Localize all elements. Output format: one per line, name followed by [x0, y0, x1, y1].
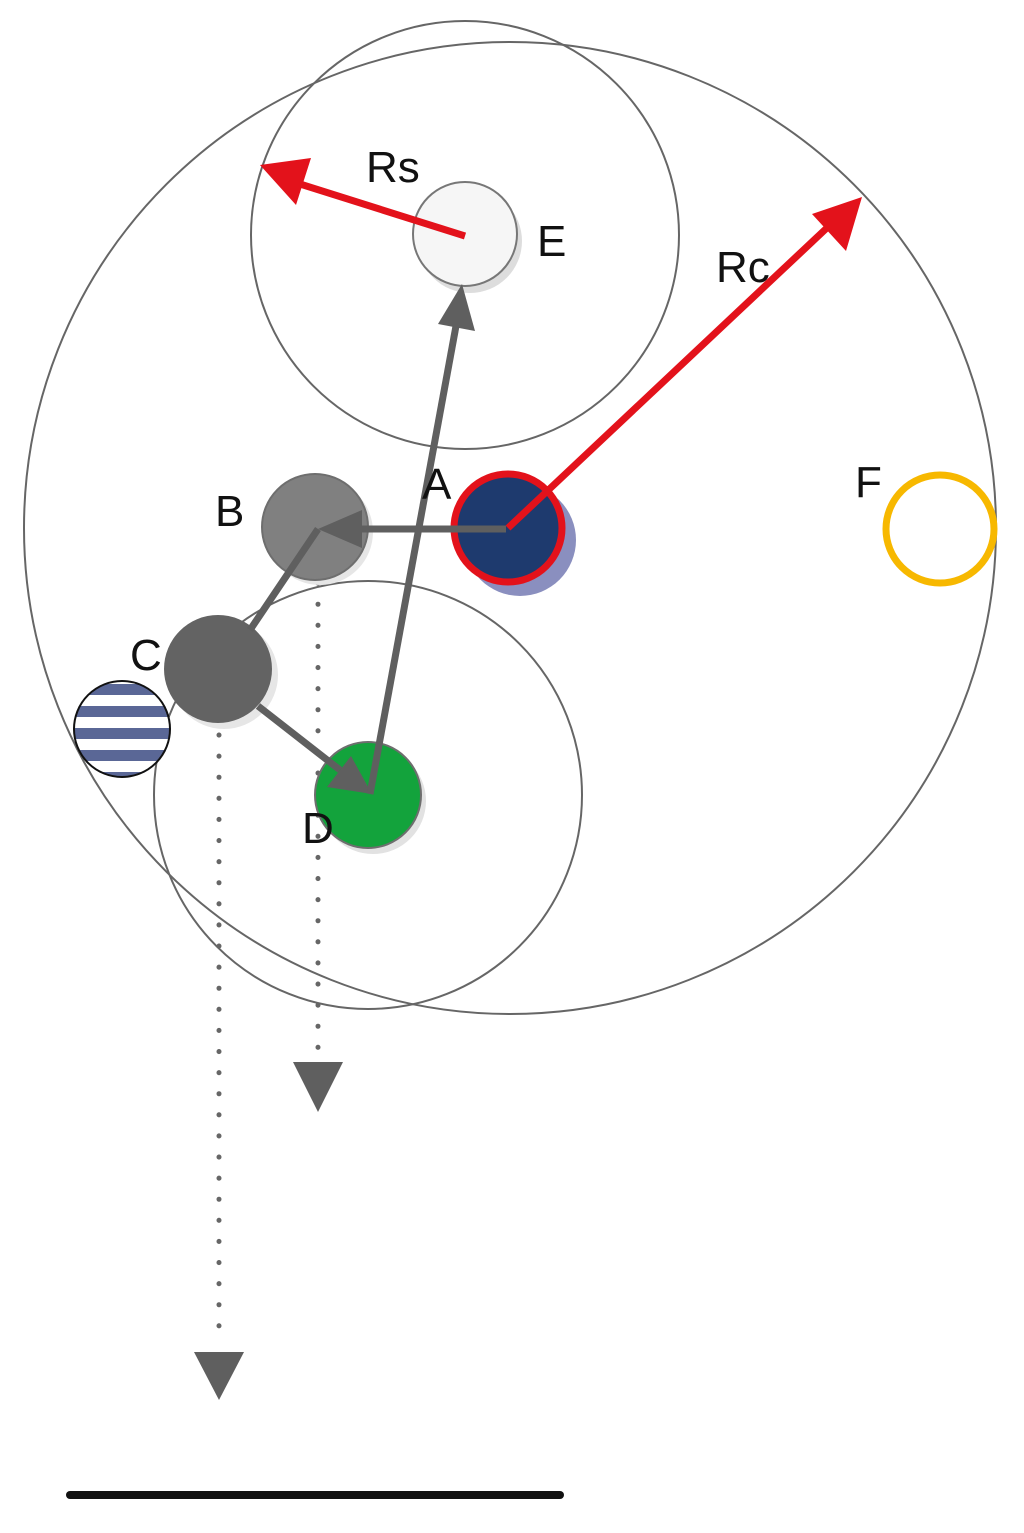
coverage-circle-E [250, 20, 680, 450]
arrow-C-to-D [255, 703, 343, 773]
radius-arrow-Rs [298, 180, 467, 240]
label-Rs: Rs [366, 143, 420, 192]
radius-arrow-Rs-head [260, 158, 311, 205]
node-F [882, 471, 998, 587]
arrow-D-to-E-head [438, 284, 475, 331]
label-F: F [855, 458, 882, 507]
striped-circle-icon [73, 680, 171, 778]
coverage-circle-D [153, 580, 583, 1010]
label-B: B [215, 487, 244, 536]
label-C: C [130, 631, 162, 680]
label-A: A [422, 460, 452, 509]
label-D: D [302, 804, 334, 853]
arrow-A-to-B-head [318, 510, 362, 548]
label-Rc: Rc [716, 243, 770, 292]
arrow-D-to-E [366, 325, 460, 795]
dotted-path-C-arrowhead [194, 1352, 244, 1400]
radius-arrow-Rc [505, 222, 833, 531]
node-C [164, 615, 272, 723]
label-E: E [537, 217, 566, 266]
arrow-C-to-D-head [327, 756, 372, 794]
arrow-B-to-C [247, 527, 321, 632]
dotted-path-B-arrowhead [293, 1062, 343, 1112]
radius-arrow-Rc-head [812, 197, 862, 251]
